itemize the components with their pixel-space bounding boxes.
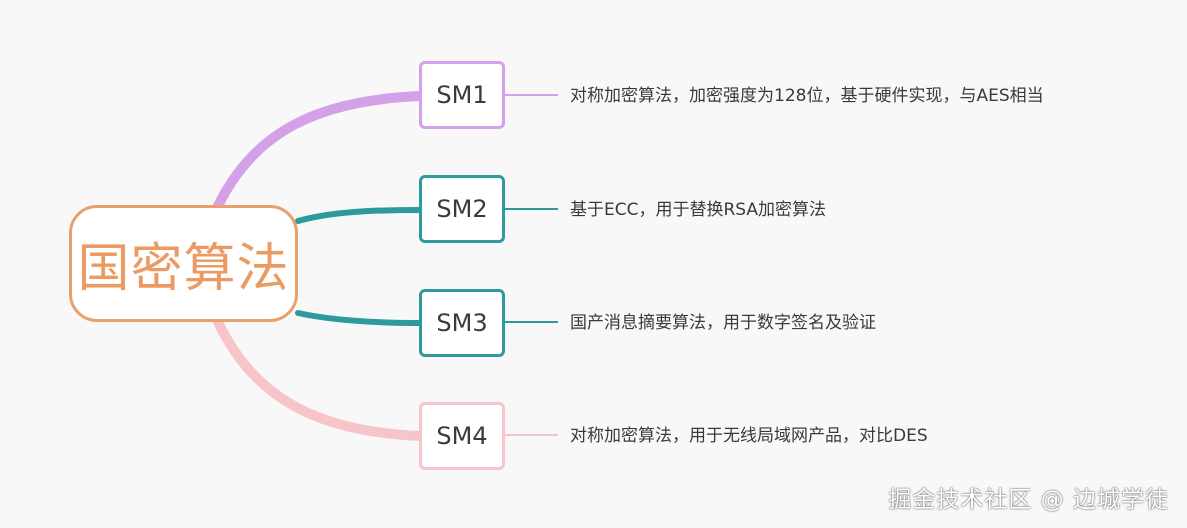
connector-sm3 — [295, 310, 424, 326]
branch-description-sm2: 基于ECC，用于替换RSA加密算法 — [570, 200, 827, 220]
branch-description-sm4: 对称加密算法，用于无线局域网产品，对比DES — [570, 426, 928, 446]
branch-description-sm3: 国产消息摘要算法，用于数字签名及验证 — [570, 313, 876, 333]
connector-sm1 — [213, 91, 426, 211]
branch-node-sm3[interactable]: SM3 — [419, 289, 505, 357]
branch-node-sm1[interactable]: SM1 — [419, 61, 505, 129]
branch-node-sm2[interactable]: SM2 — [419, 175, 505, 243]
branch-label-sm3: SM3 — [436, 309, 488, 337]
branch-label-sm4: SM4 — [436, 422, 488, 450]
branch-description-sm1: 对称加密算法，加密强度为128位，基于硬件实现，与AES相当 — [570, 86, 1044, 106]
branch-node-sm4[interactable]: SM4 — [419, 402, 505, 470]
branch-label-sm2: SM2 — [436, 195, 488, 223]
branch-label-sm1: SM1 — [436, 81, 488, 109]
root-topic-node[interactable]: 国密算法 — [69, 205, 298, 322]
connector-sm4 — [213, 317, 426, 441]
connector-sm2 — [295, 207, 424, 224]
root-topic-label: 国密算法 — [77, 239, 290, 299]
watermark-text: 掘金技术社区 @ 边城学徒 — [888, 487, 1169, 513]
